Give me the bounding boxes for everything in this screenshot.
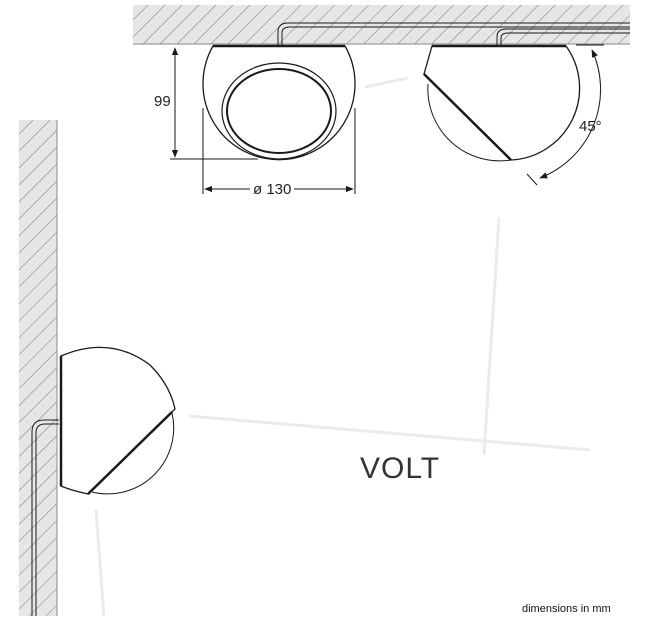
product-name: VOLT bbox=[360, 452, 441, 485]
wall bbox=[19, 120, 57, 616]
ceiling bbox=[133, 5, 630, 44]
light-beams bbox=[94, 76, 591, 617]
lamp-wall-view bbox=[59, 346, 176, 495]
diameter-dimension-label: ø 130 bbox=[250, 181, 295, 198]
cables bbox=[31, 22, 630, 616]
lamp-tilted-view bbox=[423, 44, 581, 162]
tilt-angle-label: 45° bbox=[579, 118, 602, 135]
units-note: dimensions in mm bbox=[522, 603, 611, 615]
lamp-front-view bbox=[202, 44, 356, 161]
height-dimension-label: 99 bbox=[154, 93, 171, 110]
